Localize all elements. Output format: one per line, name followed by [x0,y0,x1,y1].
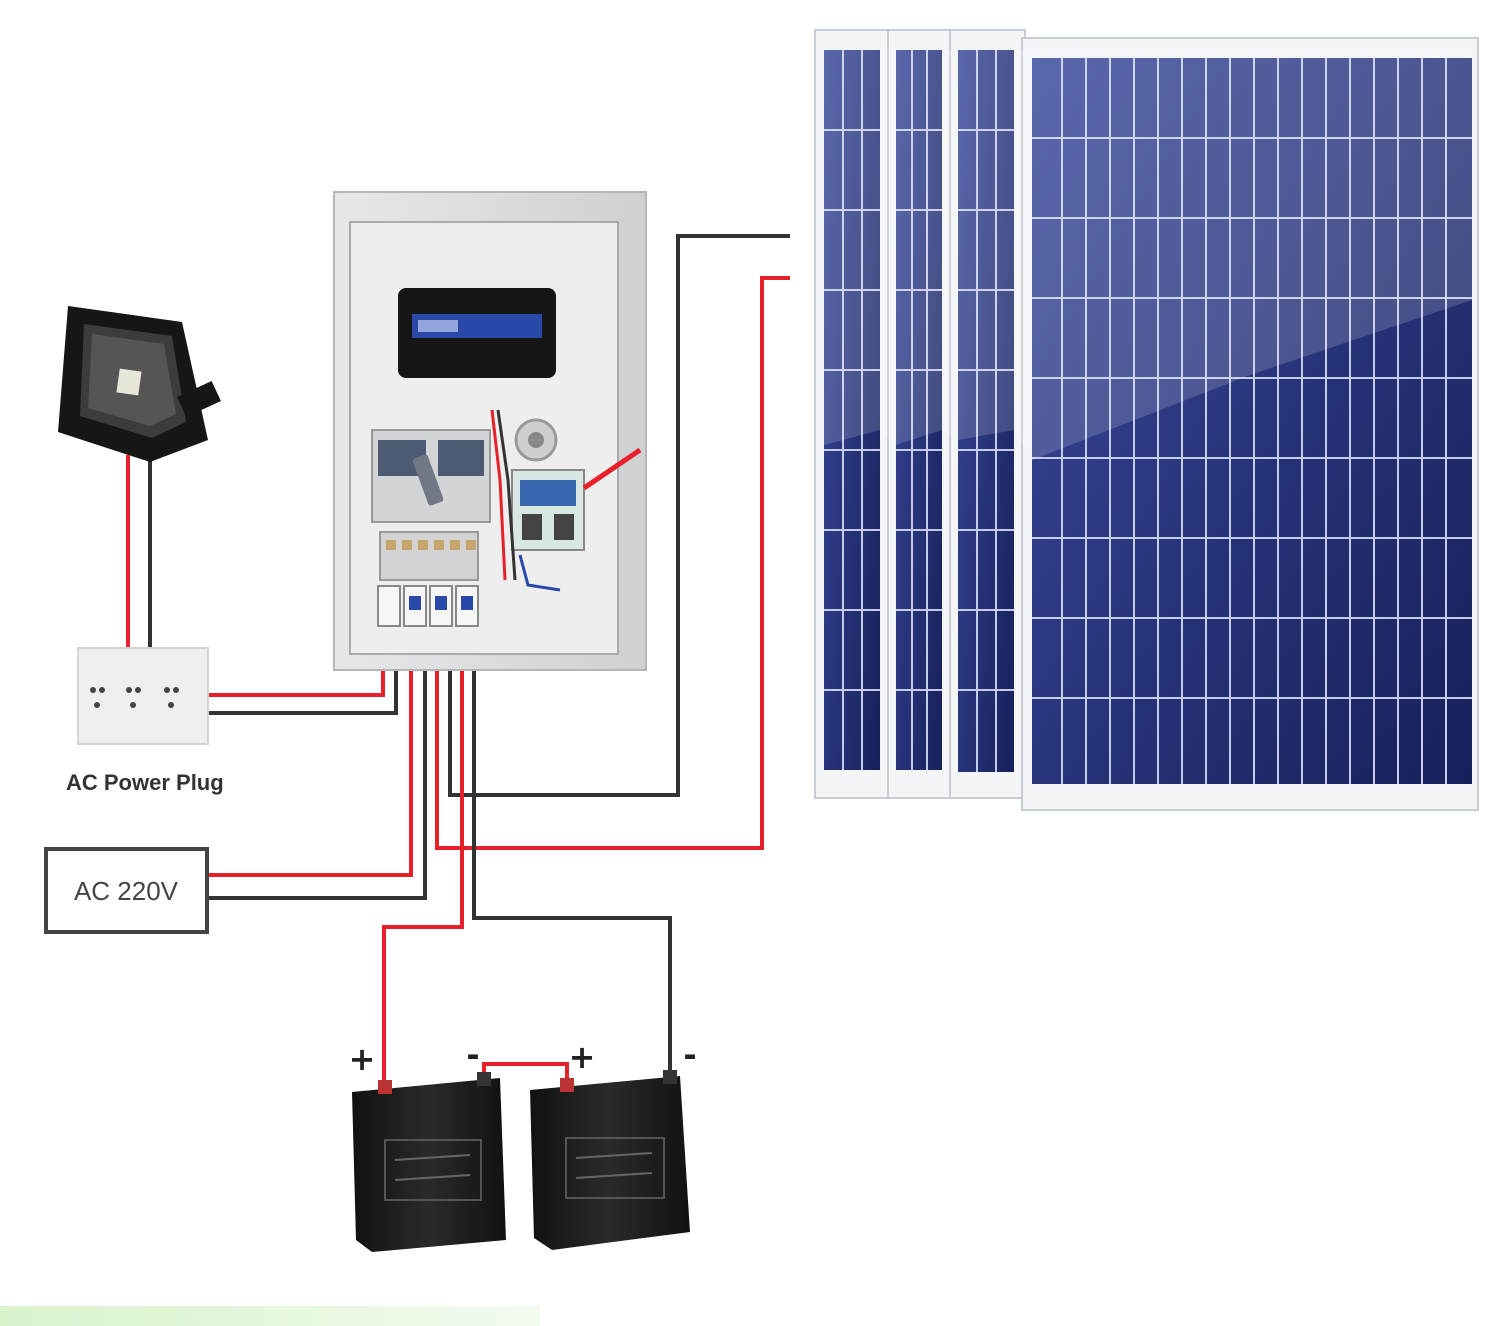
battery-positive-wire [382,628,464,1092]
ac-power-plug-label: AC Power Plug [66,770,224,795]
wiring [126,234,790,1092]
solar-panel-icon [814,29,891,799]
ac-negative-wire [207,628,427,900]
battery-icon [530,1070,690,1250]
ac-positive-wire [207,628,413,877]
ac-220v-box: AC 220V [44,847,209,934]
battery-1-positive-sign: + [349,1040,376,1078]
solar-panel-array [814,29,1479,811]
battery-2-negative-sign: - [683,1036,696,1074]
socket-icon [77,647,209,745]
solar-panel-icon [887,29,954,799]
solar-panel-icon [949,29,1026,799]
solar-panel-icon [1021,37,1479,811]
battery-negative-wire [472,628,672,1078]
battery-1-negative-sign: - [466,1036,479,1074]
battery-icon [352,1072,506,1252]
battery-bank: + - + - [349,1036,697,1252]
footer-band [0,1306,540,1326]
control-cabinet-icon [333,191,647,671]
floodlight-icon [58,306,221,462]
solar-negative-wire [448,234,790,797]
solar-positive-wire [435,276,790,850]
ac-220v-label: AC 220V [74,876,179,906]
battery-2-positive-sign: + [569,1038,596,1076]
